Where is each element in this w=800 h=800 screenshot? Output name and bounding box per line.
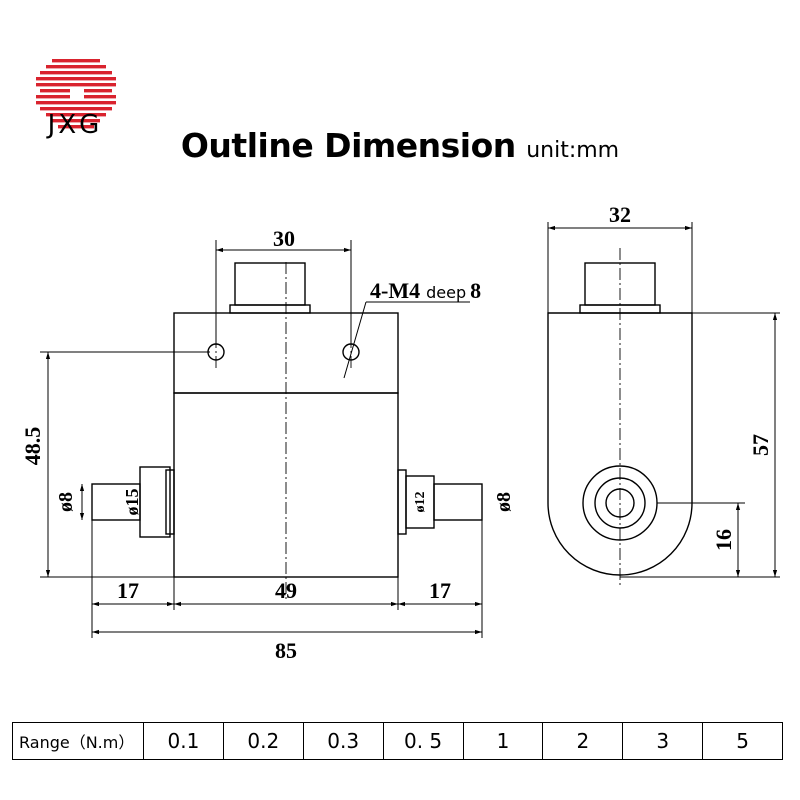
range-header: Range（N.m）: [12, 722, 144, 760]
range-value: 0. 5: [382, 722, 464, 760]
brand-name: JXG: [47, 110, 103, 140]
front-view: [91, 262, 483, 578]
range-row: Range（N.m） 0.1 0.2 0.3 0. 5 1 2 3 5: [12, 722, 783, 760]
side-dimensions: [547, 222, 780, 578]
unit-label: unit:mm: [526, 138, 620, 163]
title-row: Outline Dimension unit:mm: [0, 126, 800, 165]
dim-collar-dia-right: ø12: [413, 492, 428, 513]
side-hub-mid: [594, 477, 646, 529]
dim-body-length: 49: [275, 578, 297, 603]
dim-hole-callout-sub: deep: [426, 283, 466, 302]
side-body: [547, 312, 693, 576]
logo-stripes: [36, 59, 116, 129]
side-boss-base: [579, 304, 661, 314]
dim-collar-dia-left: ø15: [122, 489, 142, 516]
dim-shaft-dia-right: ø8: [493, 492, 515, 512]
dim-hole-callout-main: 4-M4: [370, 278, 420, 303]
dim-side-width: 32: [609, 202, 631, 227]
dim-side-height: 57: [748, 434, 773, 456]
dim-hole-callout: 4-M4 deep 8: [370, 278, 481, 303]
dim-side-axis-height: 16: [711, 529, 736, 551]
dim-hole-spacing: 30: [273, 226, 295, 251]
page-title: Outline Dimension: [180, 126, 516, 165]
side-hub-inner: [605, 488, 635, 518]
dim-shaft-length-left: 17: [117, 578, 139, 603]
range-value: 0.3: [302, 722, 384, 760]
dim-shaft-dia-left: ø8: [55, 492, 77, 512]
range-value: 3: [622, 722, 704, 760]
left-collar-flange: [165, 469, 175, 535]
range-table: Range（N.m） 0.1 0.2 0.3 0. 5 1 2 3 5: [12, 722, 783, 760]
front-dimensions: [40, 240, 483, 638]
dim-shaft-length-right: 17: [429, 578, 451, 603]
dim-hole-callout-depth: 8: [470, 278, 481, 303]
front-boss: [234, 262, 306, 306]
right-collar-flange: [397, 469, 407, 535]
left-shaft: [91, 483, 141, 521]
right-shaft: [433, 483, 483, 521]
range-value: 2: [542, 722, 624, 760]
range-value: 0.2: [222, 722, 304, 760]
dim-shaft-axis-height: 48.5: [20, 427, 45, 466]
front-boss-base: [229, 304, 311, 314]
range-value: 1: [462, 722, 544, 760]
dim-overall-length: 85: [275, 638, 297, 663]
range-value: 5: [702, 722, 783, 760]
outline-drawing: 30 4-M4 deep 8 48.5 ø8 ø15 ø12 ø8 17 49 …: [20, 202, 780, 663]
range-value: 0.1: [143, 722, 224, 760]
jxg-logo-icon: [36, 59, 116, 129]
